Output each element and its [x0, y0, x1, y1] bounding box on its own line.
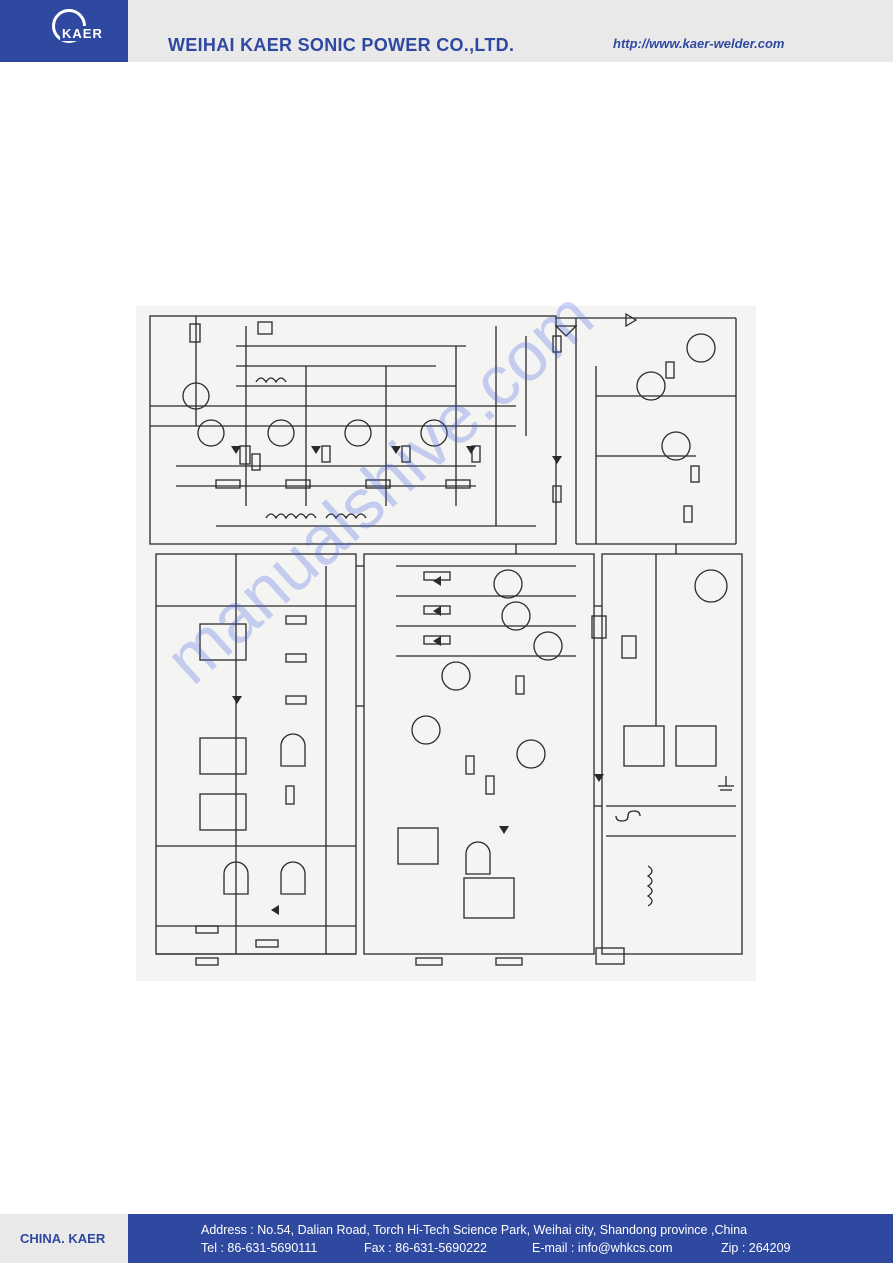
footer-brand: CHINA. KAER	[20, 1231, 106, 1246]
page-footer: CHINA. KAER Address : No.54, Dalian Road…	[0, 1214, 893, 1263]
page-header: KAER WEIHAI KAER SONIC POWER CO.,LTD. ht…	[0, 0, 893, 62]
logo-text: KAER	[60, 26, 105, 41]
footer-fax: Fax : 86-631-5690222	[364, 1241, 488, 1255]
footer-address: Address : No.54, Dalian Road, Torch Hi-T…	[201, 1223, 748, 1237]
circuit-schematic	[136, 306, 756, 981]
website-link[interactable]: http://www.kaer-welder.com	[613, 36, 785, 51]
footer-email[interactable]: E-mail : info@whkcs.com	[532, 1241, 673, 1255]
footer-brand-box: CHINA. KAER	[0, 1214, 128, 1263]
footer-tel: Tel : 86-631-5690111	[201, 1241, 318, 1255]
schematic-drawing	[136, 306, 756, 981]
footer-contacts: Tel : 86-631-5690111 Fax : 86-631-5690222…	[201, 1241, 791, 1255]
company-name: WEIHAI KAER SONIC POWER CO.,LTD.	[168, 35, 515, 55]
company-logo: KAER	[0, 0, 128, 62]
footer-zip: Zip : 264209	[721, 1241, 791, 1255]
